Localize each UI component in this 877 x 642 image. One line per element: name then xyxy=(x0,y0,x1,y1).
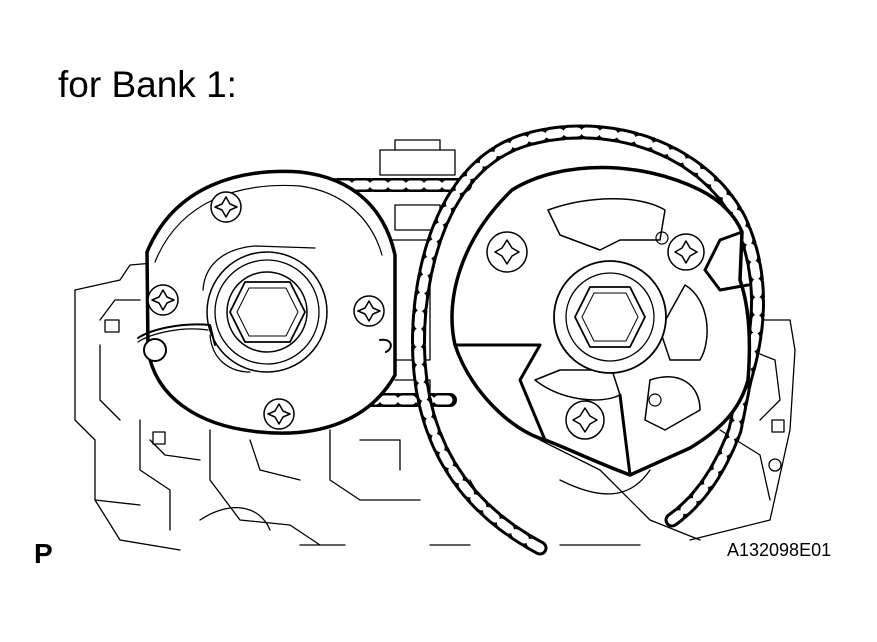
intake-camshaft-timing-gear-icon xyxy=(450,165,752,477)
view-marker: P xyxy=(34,538,53,569)
figure-id: A132098E01 xyxy=(727,540,832,560)
diagram-caption: for Bank 1: xyxy=(58,64,237,105)
engine-block-outline-icon xyxy=(74,139,796,551)
exhaust-camshaft-gear-icon xyxy=(137,169,397,435)
